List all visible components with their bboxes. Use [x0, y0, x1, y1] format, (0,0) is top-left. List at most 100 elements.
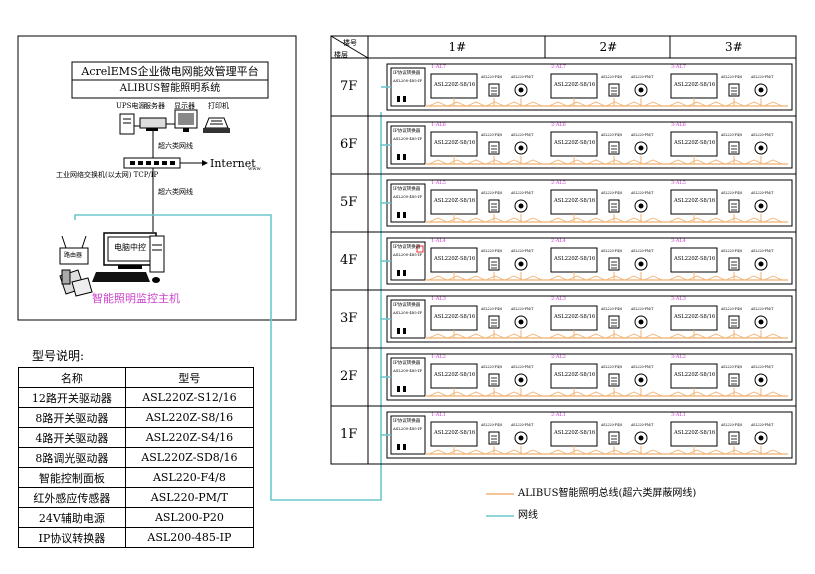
bus-wave	[447, 391, 467, 397]
converter-port-icon	[397, 386, 400, 392]
converter-port-icon	[397, 270, 400, 276]
bus-wave	[447, 217, 467, 223]
cabinet-label: 2-AL2	[551, 354, 566, 360]
bus-wave	[466, 333, 486, 339]
cabinet-label: 1-AL7	[431, 64, 446, 70]
bus-wave	[504, 333, 524, 339]
bus-wave	[523, 217, 543, 223]
driver-box	[670, 189, 718, 215]
sensor-core-icon	[638, 319, 644, 325]
bus-wave	[523, 275, 543, 281]
internet-icon: www	[248, 166, 261, 172]
model-name-cell: 24V辅助电源	[18, 507, 126, 528]
cabinet-label: 1-AL1	[431, 412, 446, 418]
bus-wave	[586, 101, 606, 107]
bus-wave	[605, 333, 625, 339]
bus-wave	[687, 275, 707, 281]
bus-wave	[687, 159, 707, 165]
panel-model: ASL220-F4/8	[481, 307, 503, 311]
driver-box	[670, 247, 718, 273]
bus-wave	[567, 333, 587, 339]
model-name-cell: 8路开关驱动器	[18, 407, 126, 428]
bus-wave	[586, 159, 606, 165]
model-name-cell: IP协议转换器	[18, 527, 126, 548]
bus-wave	[466, 391, 486, 397]
bus-wave	[643, 101, 663, 107]
driver-model: ASL220Z-S8/16	[674, 372, 716, 378]
panel-model: ASL220-F4/8	[721, 423, 743, 427]
bus-wave	[725, 275, 745, 281]
sensor-model: ASL220-PM/T	[511, 133, 534, 137]
driver-model: ASL220Z-S8/16	[434, 198, 476, 204]
bus-wave	[567, 159, 587, 165]
panel-model: ASL220-F4/8	[601, 423, 623, 427]
bus-wave	[466, 217, 486, 223]
control-panel-icon	[728, 141, 740, 155]
legend-bus-label: ALIBUS智能照明总线(超六类屏蔽网线)	[518, 488, 697, 499]
converter-label: IP协议转换器	[393, 187, 421, 192]
bus-wave	[428, 449, 448, 455]
driver-box	[550, 305, 598, 331]
model-name-cell: 8路调光驱动器	[18, 447, 126, 468]
cabinet-label: 2-AL7	[551, 64, 566, 70]
model-code-cell: ASL200-485-IP	[124, 527, 255, 548]
cabinet-label: 1-AL3	[431, 296, 446, 302]
bus-wave	[624, 391, 644, 397]
converter-port-icon	[403, 154, 406, 160]
bus-wave	[668, 333, 688, 339]
bus-wave	[706, 101, 726, 107]
system-subtitle: ALIBUS智能照明系统	[119, 83, 221, 94]
sensor-model: ASL220-PM/T	[631, 365, 654, 369]
sensor-core-icon	[758, 145, 764, 151]
bus-wave	[668, 159, 688, 165]
internet-label: Internet	[210, 157, 256, 170]
floor-label: 4F	[340, 253, 358, 268]
driver-box	[550, 131, 598, 157]
floor-label: 7F	[340, 79, 358, 94]
sensor-model: ASL220-PM/T	[751, 365, 774, 369]
bus-wave	[643, 333, 663, 339]
model-name-cell: 红外感应传感器	[18, 487, 126, 508]
bus-wave	[763, 391, 783, 397]
sensor-core-icon	[758, 377, 764, 383]
sensor-model: ASL220-PM/T	[511, 365, 534, 369]
bus-wave	[428, 333, 448, 339]
control-panel-icon	[608, 431, 620, 445]
panel-model: ASL220-F4/8	[481, 423, 503, 427]
bus-wave	[548, 159, 568, 165]
converter-box	[390, 183, 426, 223]
cable-lower-label: 超六类网线	[158, 188, 193, 196]
bus-wave	[706, 217, 726, 223]
sensor-model: ASL220-PM/T	[751, 307, 774, 311]
panel-model: ASL220-F4/8	[721, 249, 743, 253]
host-label: 智能照明监控主机	[92, 292, 180, 305]
cabinet-label: 2-AL5	[551, 180, 566, 186]
bus-wave	[763, 333, 783, 339]
control-panel-icon	[608, 315, 620, 329]
bus-wave	[567, 275, 587, 281]
cabinet-label: 3-AL3	[671, 296, 686, 302]
control-panel-icon	[728, 257, 740, 271]
monitor-icon	[174, 109, 198, 132]
sensor-model: ASL220-PM/T	[511, 307, 534, 311]
bus-wave	[523, 449, 543, 455]
control-panel-icon	[608, 373, 620, 387]
server-label: 服务器	[144, 102, 165, 110]
sensor-model: ASL220-PM/T	[631, 423, 654, 427]
cabinet-label: 3-AL6	[671, 122, 686, 128]
bus-wave	[447, 449, 467, 455]
sensor-model: ASL220-PM/T	[511, 249, 534, 253]
sensor-core-icon	[518, 261, 524, 267]
model-table-header-cell: 型号	[124, 367, 255, 388]
bus-wave	[744, 449, 764, 455]
control-panel-icon	[488, 141, 500, 155]
floor-label: 5F	[340, 195, 358, 210]
model-table-title: 型号说明:	[32, 349, 85, 363]
bus-wave	[744, 275, 764, 281]
cabinet-label: 2-AL6	[551, 122, 566, 128]
bus-wave	[447, 333, 467, 339]
panel-model: ASL220-F4/8	[481, 75, 503, 79]
bus-wave	[485, 101, 505, 107]
